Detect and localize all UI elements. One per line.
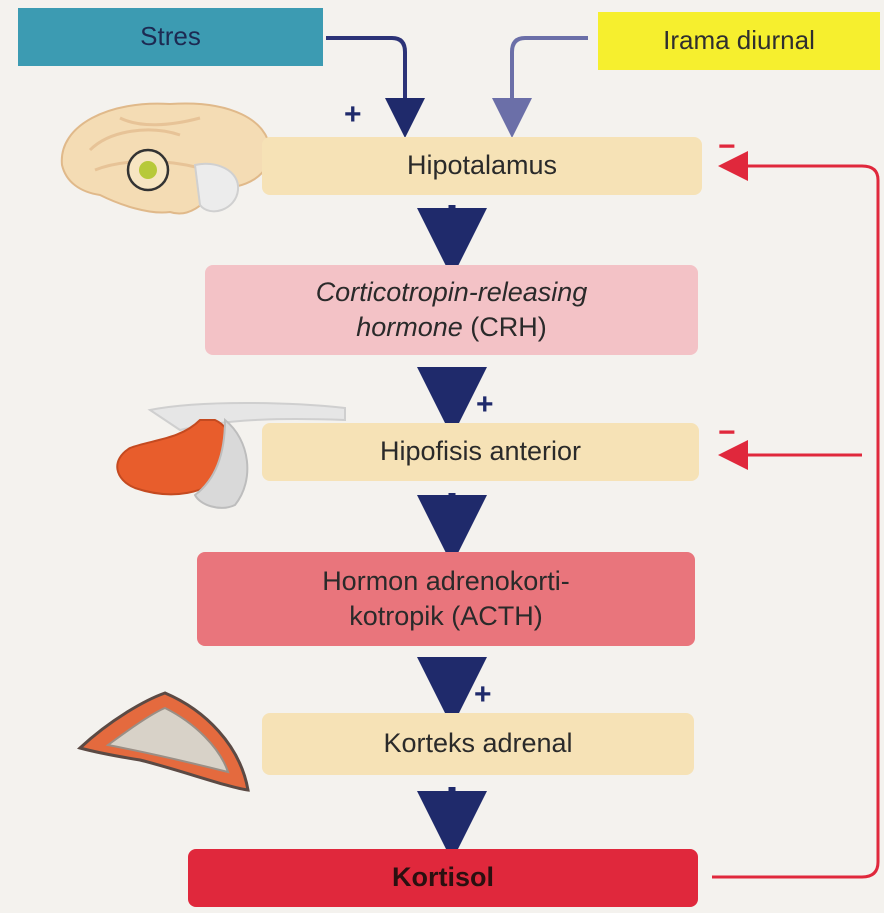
crh-label-line1: Corticotropin-releasing xyxy=(316,277,588,307)
minus-sign-hipotalamus: − xyxy=(718,132,736,162)
irama-diurnal-box: Irama diurnal xyxy=(598,12,880,70)
hipofisis-anterior-label: Hipofisis anterior xyxy=(380,434,581,469)
plus-sign-acth: + xyxy=(474,680,492,710)
kortisol-label: Kortisol xyxy=(392,860,494,895)
minus-sign-hipofisis: − xyxy=(718,418,736,448)
crh-box: Corticotropin-releasing hormone (CRH) xyxy=(205,265,698,355)
stres-arrow xyxy=(326,38,405,118)
stres-box: Stres xyxy=(18,8,323,66)
crh-label-line2: hormone xyxy=(356,312,463,342)
adrenal-illustration xyxy=(80,693,248,790)
plus-sign-stres: + xyxy=(344,100,362,130)
hipotalamus-label: Hipotalamus xyxy=(407,148,557,183)
crh-label: Corticotropin-releasing hormone (CRH) xyxy=(316,275,588,345)
irama-arrow xyxy=(512,38,588,118)
stres-label: Stres xyxy=(140,20,201,54)
hipotalamus-box: Hipotalamus xyxy=(262,137,702,195)
acth-label-line1: Hormon adrenokorti- xyxy=(322,566,570,596)
crh-abbr: (CRH) xyxy=(463,312,547,342)
acth-label-line2: kotropik (ACTH) xyxy=(349,601,543,631)
plus-sign-crh: + xyxy=(476,390,494,420)
korteks-adrenal-box: Korteks adrenal xyxy=(262,713,694,775)
brain-illustration xyxy=(62,103,270,213)
feedback-to-hipotalamus xyxy=(712,166,878,877)
acth-box: Hormon adrenokorti- kotropik (ACTH) xyxy=(197,552,695,646)
korteks-adrenal-label: Korteks adrenal xyxy=(383,726,572,761)
hipofisis-anterior-box: Hipofisis anterior xyxy=(262,423,699,481)
kortisol-box: Kortisol xyxy=(188,849,698,907)
irama-diurnal-label: Irama diurnal xyxy=(663,24,815,58)
acth-label: Hormon adrenokorti- kotropik (ACTH) xyxy=(322,564,570,634)
